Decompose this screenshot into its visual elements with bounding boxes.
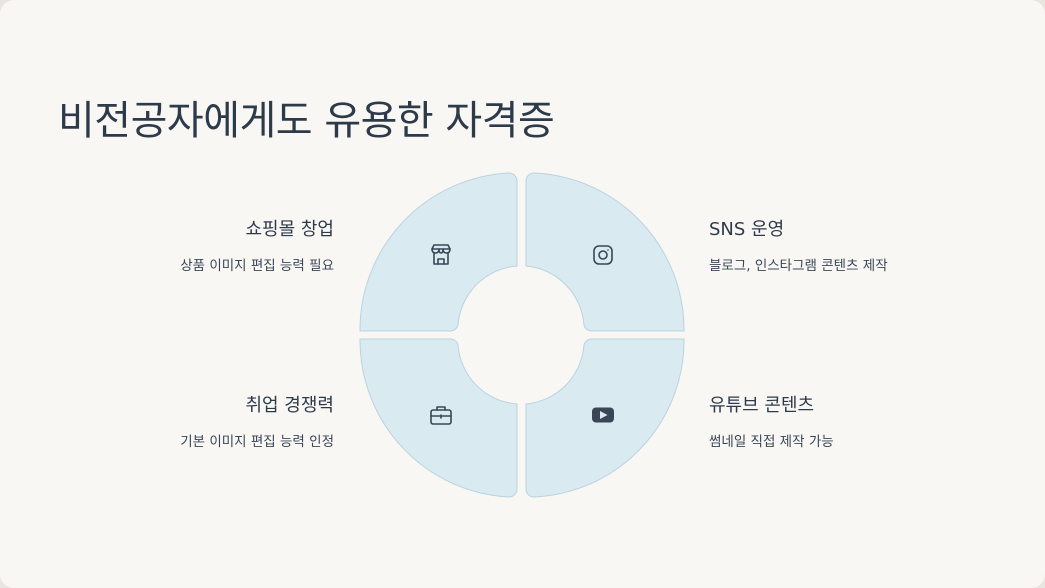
heading-employment: 취업 경쟁력: [245, 395, 334, 416]
youtube-icon: [592, 407, 614, 423]
label-sns: SNS 운영 블로그, 인스타그램 콘텐츠 제작: [709, 219, 969, 275]
instagram-icon: [593, 245, 613, 265]
description-sns: 블로그, 인스타그램 콘텐츠 제작: [709, 258, 888, 274]
description-employment: 기본 이미지 편집 능력 인정: [180, 434, 334, 450]
heading-youtube: 유튜브 콘텐츠: [709, 395, 815, 416]
store-icon: [431, 244, 451, 265]
heading-shopping-mall: 쇼핑몰 창업: [245, 219, 334, 240]
heading-sns: SNS 운영: [709, 219, 785, 240]
page-title: 비전공자에게도 유용한 자격증: [58, 98, 555, 144]
label-shopping-mall: 쇼핑몰 창업 상품 이미지 편집 능력 필요: [74, 219, 334, 275]
segment-bottom-left: [359, 338, 518, 498]
description-youtube: 썸네일 직접 제작 가능: [709, 434, 834, 450]
label-youtube: 유튜브 콘텐츠 썸네일 직접 제작 가능: [709, 395, 969, 451]
description-shopping-mall: 상품 이미지 편집 능력 필요: [180, 258, 334, 274]
quadrant-donut-diagram: [359, 172, 685, 498]
label-employment: 취업 경쟁력 기본 이미지 편집 능력 인정: [74, 395, 334, 451]
briefcase-icon: [430, 406, 452, 425]
